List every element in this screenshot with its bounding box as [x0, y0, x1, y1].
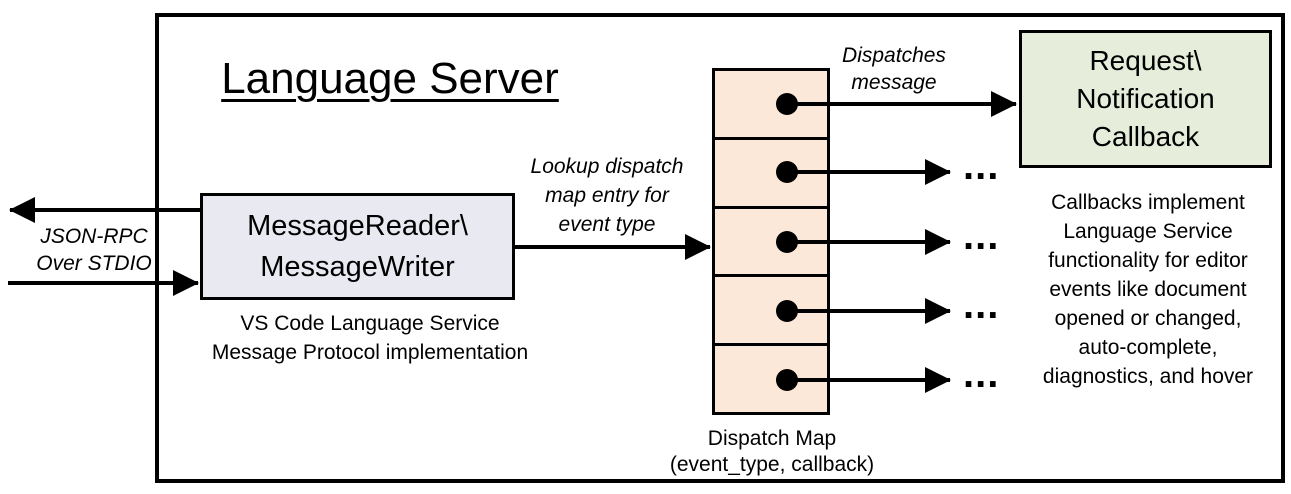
- dispatch-map-box: [712, 68, 830, 415]
- dispatch-map-caption: Dispatch Map (event_type, callback): [669, 427, 875, 476]
- message-reader-writer-label: MessageReader\ MessageWriter: [247, 209, 468, 283]
- dispatch-map-cell: [715, 274, 827, 343]
- diagram-title: Language Server: [221, 54, 559, 103]
- reader-box-caption: VS Code Language Service Message Protoco…: [211, 312, 529, 364]
- dispatch-map-cell: [715, 136, 827, 206]
- dispatches-message-label: Dispatches message: [842, 44, 946, 94]
- request-notification-callback-label: Request\ Notification Callback: [1076, 45, 1215, 152]
- lookup-dispatch-label: Lookup dispatch map entry for event type: [530, 155, 684, 236]
- json-rpc-stdio-label: JSON-RPC Over STDIO: [36, 225, 152, 275]
- callbacks-note-text: Callbacks implement Language Service fun…: [1042, 191, 1254, 388]
- dispatch-map-cell: [715, 71, 827, 137]
- dispatch-map-cell: [715, 205, 827, 275]
- request-notification-callback-box: Request\ Notification Callback: [1019, 30, 1272, 168]
- message-reader-writer-box: MessageReader\ MessageWriter: [200, 193, 515, 300]
- dispatch-map-cell: [715, 343, 827, 412]
